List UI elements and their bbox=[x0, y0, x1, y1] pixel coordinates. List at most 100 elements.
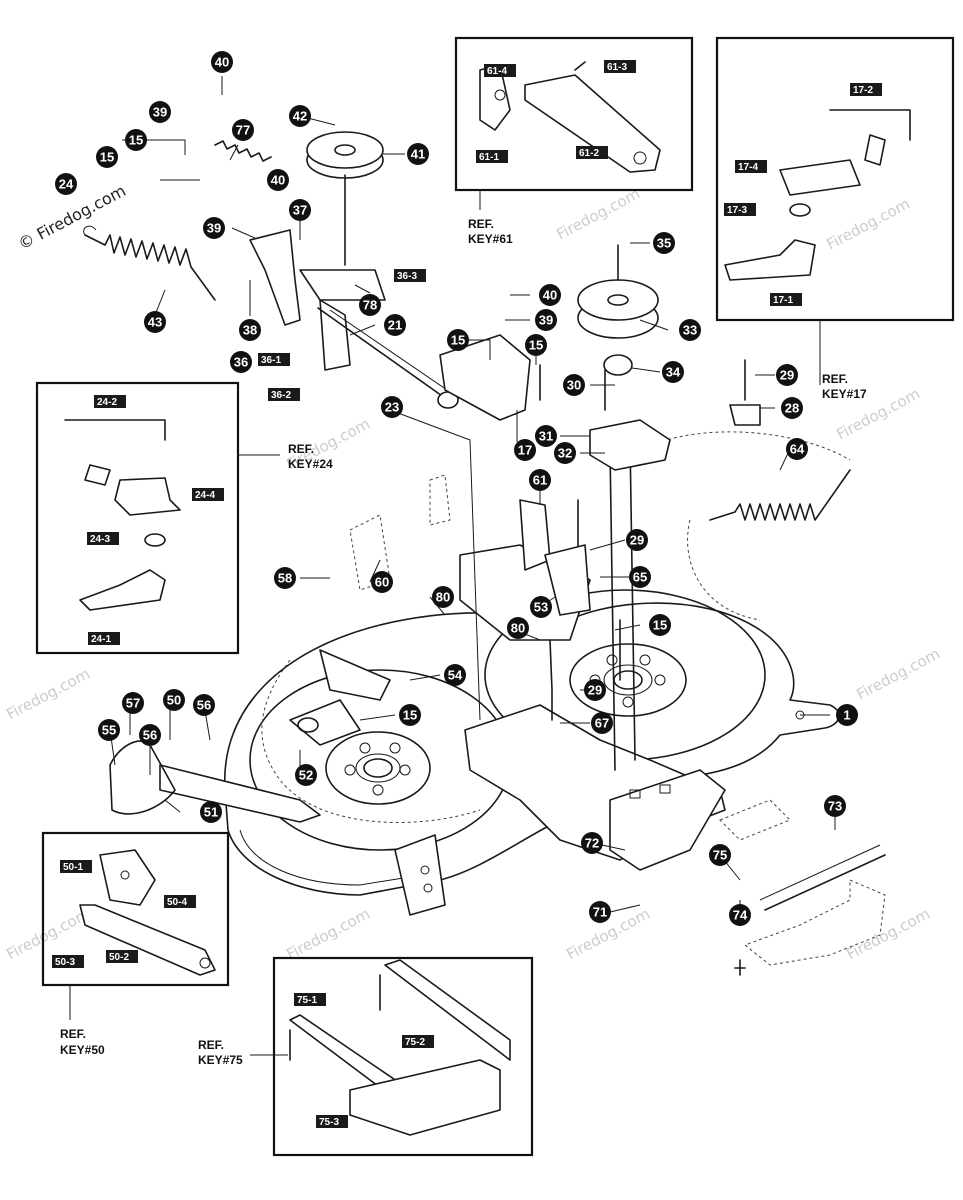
part-tag: 36-1 bbox=[258, 353, 290, 366]
callout-61: 61 bbox=[529, 469, 551, 491]
callout-label: 38 bbox=[243, 323, 257, 338]
inset-key17: REF. KEY#17 17-2 17-4 17-3 17-1 bbox=[715, 36, 955, 401]
callout-circle bbox=[530, 596, 552, 618]
svg-text:75-1: 75-1 bbox=[297, 995, 317, 1006]
watermark-faint: Firedog.com bbox=[553, 185, 643, 244]
callout-label: 15 bbox=[129, 133, 143, 148]
callout-circle bbox=[432, 586, 454, 608]
callout-circle bbox=[629, 566, 651, 588]
callout-circle bbox=[729, 904, 751, 926]
part-tag: 50-3 bbox=[52, 955, 84, 968]
callout-50: 50 bbox=[163, 689, 185, 711]
callout-71: 71 bbox=[589, 901, 611, 923]
svg-text:17-3: 17-3 bbox=[727, 205, 747, 216]
callout-circle bbox=[581, 832, 603, 854]
callout-label: 37 bbox=[293, 203, 307, 218]
callout-circle bbox=[96, 146, 118, 168]
callout-label: 50 bbox=[167, 693, 181, 708]
callout-label: 73 bbox=[828, 799, 842, 814]
part-tag: 24-2 bbox=[94, 395, 126, 408]
callout-circle bbox=[163, 689, 185, 711]
callout-label: 15 bbox=[100, 150, 114, 165]
svg-text:36-3: 36-3 bbox=[397, 271, 417, 282]
callout-label: 39 bbox=[539, 313, 553, 328]
watermark-faint: Firedog.com bbox=[3, 905, 93, 964]
inset-key50: REF. KEY#50 50-1 50-4 50-3 50-2 bbox=[41, 831, 230, 1057]
callout-38: 38 bbox=[239, 319, 261, 341]
callout-circle bbox=[589, 901, 611, 923]
callout-label: 40 bbox=[215, 55, 229, 70]
callout-circle bbox=[563, 374, 585, 396]
ref-key: KEY#75 bbox=[198, 1053, 243, 1067]
part-tag: 75-3 bbox=[316, 1115, 348, 1128]
callout-37: 37 bbox=[289, 199, 311, 221]
callout-circle bbox=[447, 329, 469, 351]
callout-circle bbox=[591, 712, 613, 734]
callout-label: 41 bbox=[411, 147, 425, 162]
callout-40: 40 bbox=[267, 169, 289, 191]
svg-text:75-2: 75-2 bbox=[405, 1037, 425, 1048]
callout-52: 52 bbox=[295, 764, 317, 786]
part-tag: 36-3 bbox=[394, 269, 426, 282]
callout-29: 29 bbox=[626, 529, 648, 551]
callout-39: 39 bbox=[535, 309, 557, 331]
callout-label: 67 bbox=[595, 716, 609, 731]
callout-75: 75 bbox=[709, 844, 731, 866]
callout-circle bbox=[384, 314, 406, 336]
callout-label: 23 bbox=[385, 400, 399, 415]
ref-key: KEY#50 bbox=[60, 1043, 105, 1057]
callout-label: 15 bbox=[451, 333, 465, 348]
callout-67: 67 bbox=[591, 712, 613, 734]
part-tag: 75-2 bbox=[402, 1035, 434, 1048]
callout-circle bbox=[289, 105, 311, 127]
callout-label: 28 bbox=[785, 401, 799, 416]
callout-label: 32 bbox=[558, 446, 572, 461]
callout-80: 80 bbox=[432, 586, 454, 608]
callout-60: 60 bbox=[371, 571, 393, 593]
callout-circle bbox=[230, 351, 252, 373]
callout-label: 64 bbox=[790, 442, 805, 457]
svg-text:50-1: 50-1 bbox=[63, 862, 83, 873]
callout-43: 43 bbox=[144, 311, 166, 333]
callout-58: 58 bbox=[274, 567, 296, 589]
callout-23: 23 bbox=[381, 396, 403, 418]
callout-circle bbox=[653, 232, 675, 254]
callout-33: 33 bbox=[679, 319, 701, 341]
callout-circle bbox=[709, 844, 731, 866]
part-tag: 24-4 bbox=[192, 488, 224, 501]
svg-text:75-3: 75-3 bbox=[319, 1117, 339, 1128]
part-tag: 17-2 bbox=[850, 83, 882, 96]
callout-label: 72 bbox=[585, 836, 599, 851]
callout-label: 35 bbox=[657, 236, 671, 251]
callout-label: 29 bbox=[780, 368, 794, 383]
ref-key: KEY#61 bbox=[468, 232, 513, 246]
callout-circle bbox=[98, 719, 120, 741]
ref-label: REF. bbox=[288, 442, 314, 456]
svg-text:61-1: 61-1 bbox=[479, 152, 499, 163]
svg-text:61-4: 61-4 bbox=[487, 66, 507, 77]
callout-circle bbox=[239, 319, 261, 341]
callout-circle bbox=[144, 311, 166, 333]
callout-circle bbox=[776, 364, 798, 386]
svg-text:24-1: 24-1 bbox=[91, 634, 111, 645]
part-tag: 24-1 bbox=[88, 632, 120, 645]
callout-40: 40 bbox=[211, 51, 233, 73]
callout-circle bbox=[584, 679, 606, 701]
callout-15: 15 bbox=[649, 614, 671, 636]
ref-key: KEY#17 bbox=[822, 387, 867, 401]
svg-text:50-4: 50-4 bbox=[167, 897, 187, 908]
callout-15: 15 bbox=[96, 146, 118, 168]
part-tag: 17-1 bbox=[770, 293, 802, 306]
callout-21: 21 bbox=[384, 314, 406, 336]
callout-circle bbox=[399, 704, 421, 726]
callout-label: 34 bbox=[666, 365, 681, 380]
callout-15: 15 bbox=[525, 334, 547, 356]
callout-circle bbox=[781, 397, 803, 419]
callout-circle bbox=[149, 101, 171, 123]
callout-circle bbox=[139, 724, 161, 746]
part-tag: 24-3 bbox=[87, 532, 119, 545]
callout-label: 61 bbox=[533, 473, 547, 488]
svg-text:17-4: 17-4 bbox=[738, 162, 758, 173]
callout-1: 1 bbox=[836, 704, 858, 726]
callout-circle bbox=[125, 129, 147, 151]
